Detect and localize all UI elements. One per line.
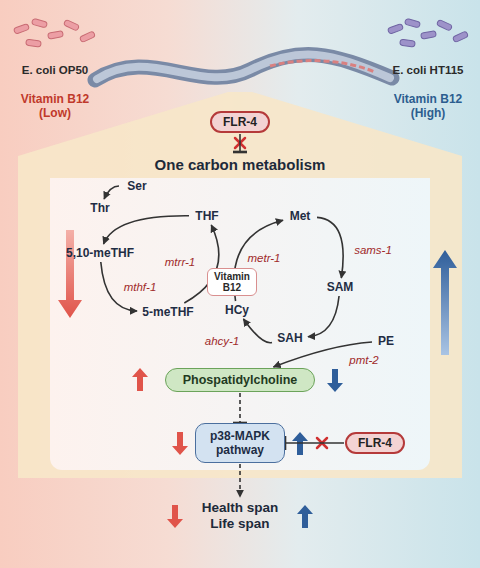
node-text: 5-meTHF [142,305,193,319]
bacterium [79,31,95,43]
bacterium [421,31,437,40]
bacterium [387,23,403,34]
cofactor-box: Vitamin B12 [207,268,257,296]
node-text: Vitamin B12 [208,271,256,293]
strain-label: E. coli OP50 [5,64,105,76]
metabolite: SAH [273,330,307,346]
bacterium [26,39,42,47]
pathway-box: p38-MAPK pathway [195,423,285,463]
cream-frame [18,92,462,478]
enzyme-label: mtrr-1 [165,256,195,268]
vitamin-level: Vitamin B12 (Low) [15,92,95,120]
bacterium [31,18,47,28]
metabolite: THF [190,208,224,224]
enzyme-label: sams-1 [354,244,392,256]
worm-illustration [95,54,392,80]
increase-arrow [297,505,313,528]
gene-box: FLR-4 [210,111,270,133]
metabolite: SAM [323,279,357,295]
lipid-box: Phospatidylcholine [165,368,315,392]
worm-body [95,54,392,80]
bacteria-high [387,18,468,47]
cross-stroke [235,138,245,148]
panel-heading: One carbon metabolism [50,156,430,173]
gene-box: FLR-4 [345,432,405,454]
worm-gut [270,61,375,72]
decrease-arrow [167,505,183,528]
enzyme-label: pmt-2 [349,354,378,366]
bacterium [436,19,452,31]
outcome-text: Health span Life span [190,498,290,534]
metabolite: HCy [220,302,254,318]
node-text: p38-MAPK pathway [196,429,284,457]
metabolite: 5,10-meTHF [60,245,140,261]
node-text: SAH [277,331,302,345]
metabolite: Thr [83,200,117,216]
metabolite: 5-meTHF [138,304,198,320]
node-text: THF [195,209,218,223]
enzyme-label: mthf-1 [124,281,157,293]
pathway-panel: One carbon metabolismSerThrTHF 5,10-meTHF… [50,152,430,470]
increase-arrow [433,250,457,355]
node-text: Thr [90,201,109,215]
enzyme-label: ahcy-1 [205,335,240,347]
node-text: Met [290,209,311,223]
metabolite: Met [284,208,316,224]
bacteria-low [13,18,95,47]
inhibition-connector [239,134,241,152]
node-text: 5,10-meTHF [66,246,134,260]
node-text: FLR-4 [223,115,257,129]
node-text: HCy [225,303,249,317]
node-text: Phospatidylcholine [183,373,298,387]
node-text: FLR-4 [358,436,392,450]
bacterium [13,23,29,34]
bacterium [404,18,420,28]
bacterium [400,39,416,47]
node-text: Health span Life span [190,500,290,532]
worm-inner [97,54,390,79]
bacterium [452,31,468,43]
bacterium [63,19,79,31]
strain-label: E. coli HT115 [378,64,478,76]
metabolite: PE [373,333,399,349]
vitamin-level: Vitamin B12 (High) [386,92,470,120]
metabolite: Ser [120,178,154,194]
loss-mark [235,138,245,148]
enzyme-label: metr-1 [247,252,280,264]
node-text: PE [378,334,394,348]
node-text: SAM [327,280,354,294]
cross-stroke [235,138,245,148]
node-text: Ser [127,179,146,193]
bacterium [48,31,64,40]
